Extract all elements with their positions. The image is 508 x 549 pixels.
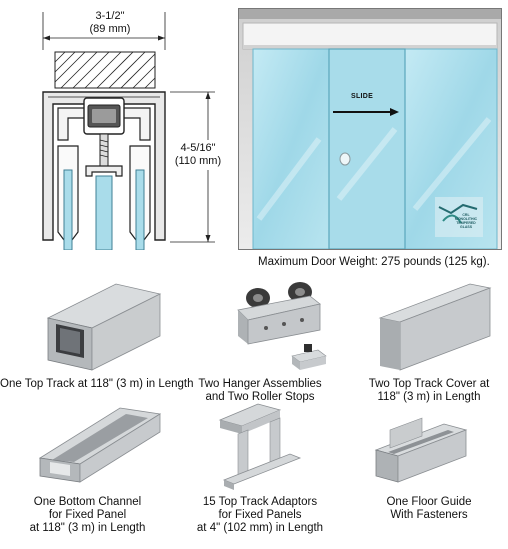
- top-track-caption: One Top Track at 118" (3 m) in Length: [0, 378, 194, 390]
- track-adaptors-illustration: [218, 403, 302, 490]
- width-dimension-inch: 3-1/2": [95, 10, 125, 22]
- section-lines-svg: [42, 12, 215, 250]
- slide-label: SLIDE: [351, 93, 374, 100]
- bottom-channel-component: One Bottom Channel for Fixed Panel at 11…: [0, 400, 175, 540]
- track-section-drawing: 3-1/2" (89 mm) 4-5/16" (110 mm): [0, 0, 230, 250]
- door-photo-svg: [239, 9, 501, 249]
- track-adaptors-component: 15 Top Track Adaptors for Fixed Panels a…: [180, 400, 340, 540]
- top-track-illustration: [46, 283, 162, 371]
- top-track-component: One Top Track at 118" (3 m) in Length: [0, 278, 194, 398]
- track-adaptors-caption: 15 Top Track Adaptors for Fixed Panels a…: [196, 496, 324, 534]
- floor-guide-component: One Floor Guide With Fasteners: [350, 400, 508, 540]
- floor-guide-caption: One Floor Guide With Fasteners: [386, 496, 472, 521]
- width-dimension-mm: (89 mm): [89, 23, 131, 35]
- bottom-channel-caption: One Bottom Channel for Fixed Panel at 11…: [29, 496, 146, 534]
- top-track-cover-component: Two Top Track Cover at 118" (3 m) in Len…: [350, 278, 508, 408]
- top-track-cover-illustration: [378, 283, 492, 371]
- top-track-cover-caption: Two Top Track Cover at 118" (3 m) in Len…: [368, 378, 490, 403]
- floor-guide-illustration: [374, 417, 468, 483]
- tempered-glass-logo: CRL MONOLITHIC TEMPERED GLASS: [454, 213, 478, 229]
- hanger-assemblies-illustration: [237, 282, 327, 370]
- hanger-assemblies-component: Two Hanger Assemblies and Two Roller Sto…: [180, 278, 340, 408]
- max-door-weight-caption: Maximum Door Weight: 275 pounds (125 kg)…: [258, 256, 490, 268]
- installed-door-photo: SLIDE CRL MONOLITHIC TEMPERED GLASS: [238, 8, 502, 250]
- height-dimension-inch: 4-5/16": [180, 142, 216, 154]
- hanger-assemblies-caption: Two Hanger Assemblies and Two Roller Sto…: [198, 378, 322, 403]
- bottom-channel-illustration: [38, 407, 162, 483]
- height-dimension-mm: (110 mm): [174, 155, 222, 167]
